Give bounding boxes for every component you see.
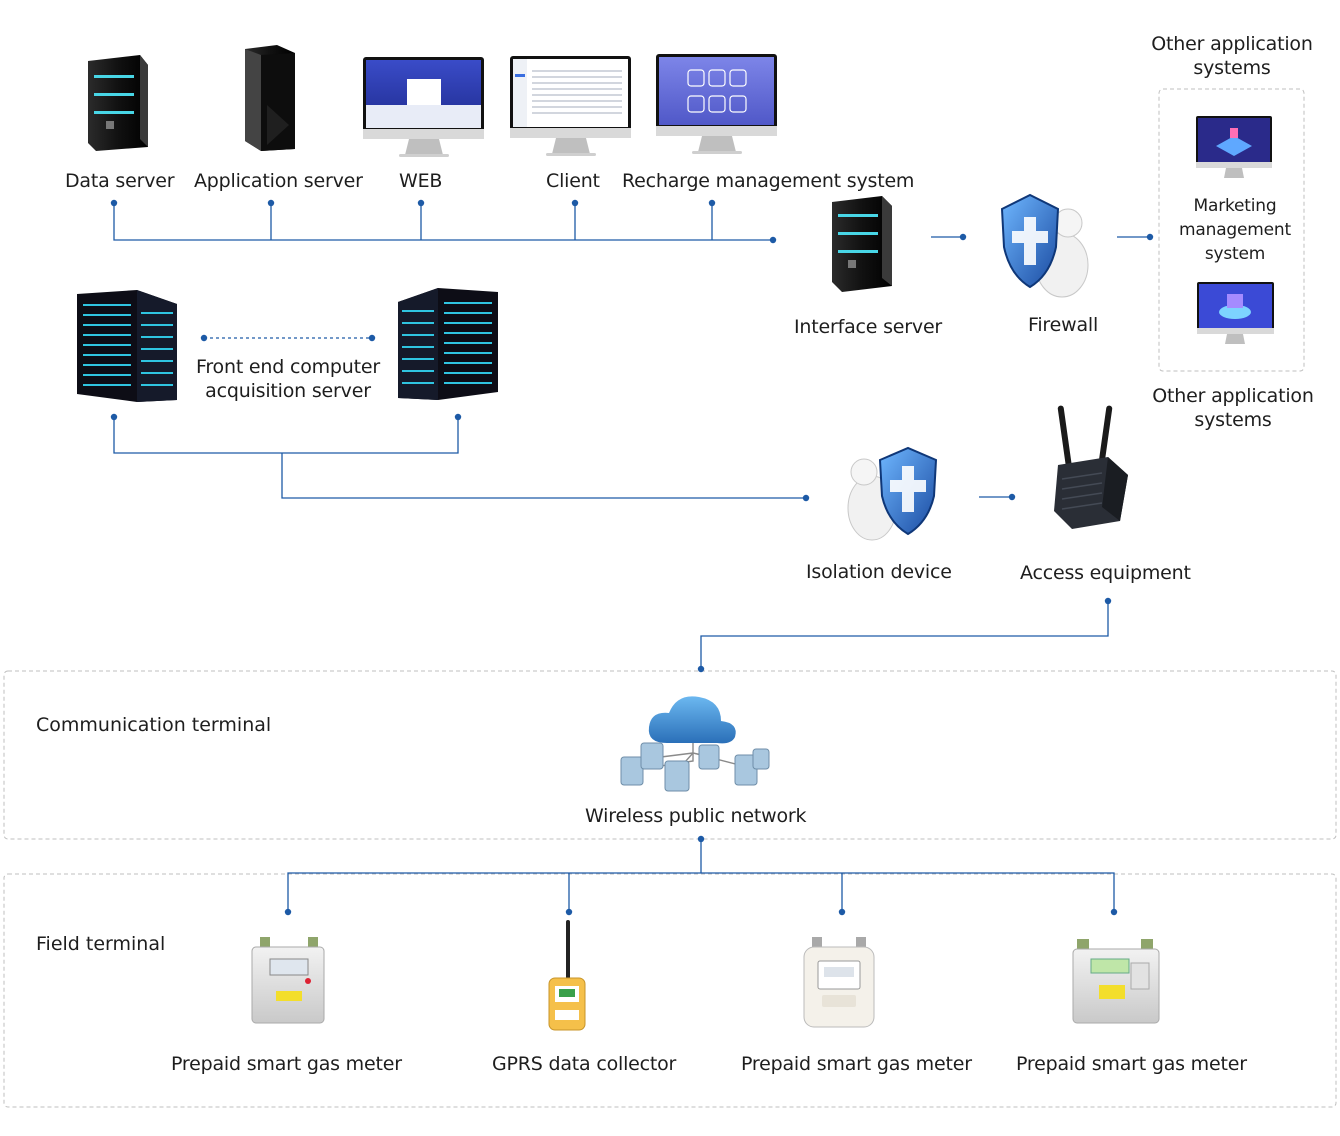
label-marketing-management: Marketing management system <box>1179 196 1291 264</box>
label-data-server: Data server <box>65 170 175 192</box>
label-access-equipment: Access equipment <box>1020 562 1191 584</box>
gprs-collector-icon <box>548 920 586 1031</box>
gas-meter-1-icon <box>251 937 325 1024</box>
field-wires <box>284 835 1118 916</box>
front-end-wires <box>110 334 1016 502</box>
recharge-monitor-icon <box>656 54 777 154</box>
label-meter-3: Prepaid smart gas meter <box>1016 1053 1247 1075</box>
firewall-wires <box>931 233 1154 241</box>
firewall-shield-icon <box>1000 193 1089 298</box>
communication-zone <box>3 670 1337 840</box>
access-wires <box>697 597 1112 673</box>
other-apps-monitor-icon <box>1197 282 1274 344</box>
label-client: Client <box>546 170 600 192</box>
label-interface-server: Interface server <box>794 316 943 338</box>
label-other-apps-top: Other application systems <box>1151 33 1313 79</box>
top-bus-wires <box>110 199 777 244</box>
access-equipment-icon <box>1054 405 1128 529</box>
label-isolation-device: Isolation device <box>806 561 952 583</box>
other-apps-group <box>1158 88 1305 372</box>
client-monitor-icon <box>510 56 631 156</box>
interface-server-icon <box>832 196 892 292</box>
gas-meter-3-icon <box>1072 939 1160 1024</box>
zone-label-communication: Communication terminal <box>36 714 272 736</box>
label-gprs-collector: GPRS data collector <box>492 1053 677 1075</box>
label-front-end: Front end computer acquisition server <box>196 356 380 402</box>
web-monitor-icon <box>363 57 484 157</box>
zone-label-field: Field terminal <box>36 933 166 955</box>
data-server-icon <box>88 55 148 151</box>
label-web: WEB <box>399 170 443 192</box>
front-end-rack-left-icon <box>77 290 177 402</box>
marketing-monitor-icon <box>1196 116 1272 178</box>
label-application-server: Application server <box>194 170 363 192</box>
label-firewall: Firewall <box>1028 314 1099 336</box>
field-zone <box>3 873 1337 1108</box>
isolation-shield-icon <box>847 446 938 541</box>
label-recharge-management: Recharge management system <box>622 170 915 192</box>
wireless-cloud-icon <box>620 696 770 792</box>
label-meter-1: Prepaid smart gas meter <box>171 1053 402 1075</box>
label-other-apps-bottom: Other application systems <box>1152 385 1314 431</box>
front-end-rack-right-icon <box>398 288 498 400</box>
gas-meter-2-icon <box>803 937 875 1028</box>
label-wireless-network: Wireless public network <box>585 805 807 827</box>
application-server-icon <box>245 45 295 151</box>
label-meter-2: Prepaid smart gas meter <box>741 1053 972 1075</box>
